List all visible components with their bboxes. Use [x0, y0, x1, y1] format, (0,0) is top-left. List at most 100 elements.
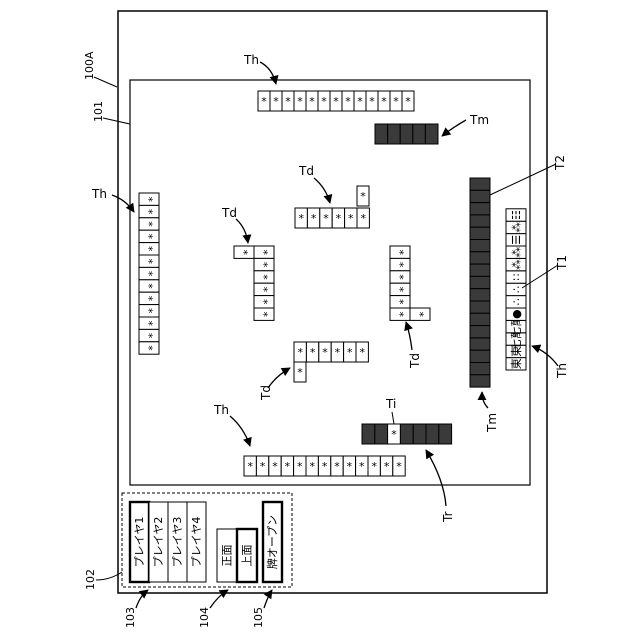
river-tile: [426, 424, 439, 444]
svg-text:●: ●: [510, 309, 523, 319]
svg-text:*: *: [142, 246, 155, 252]
leader-device: [94, 77, 117, 87]
mount-tile: [470, 276, 490, 288]
svg-text:*: *: [273, 95, 279, 108]
river-bottom: *: [362, 424, 452, 444]
mount-tile: [470, 289, 490, 301]
svg-text:*: *: [309, 460, 315, 473]
discard-tile: *: [254, 271, 274, 283]
label-t1: T1: [555, 255, 569, 271]
label-discard-right: Td: [408, 353, 422, 369]
discard-tile: *: [332, 208, 344, 228]
svg-text:*: *: [142, 283, 155, 289]
mount-tile: [470, 252, 490, 264]
discard-left: *******: [234, 246, 274, 320]
svg-text:*: *: [336, 212, 342, 225]
svg-text:*: *: [347, 460, 353, 473]
mount-tile: [470, 326, 490, 338]
river-tile: [439, 424, 452, 444]
svg-text:*: *: [309, 95, 315, 108]
discard-tile: *: [319, 342, 331, 362]
svg-text:*: *: [405, 95, 411, 108]
svg-text:⁂: ⁂: [510, 247, 523, 258]
view-top-button[interactable]: 上面: [237, 529, 257, 582]
hand-tile: *: [139, 205, 159, 217]
hand-tile: *: [139, 305, 159, 317]
leader-ti: [392, 412, 394, 424]
player-buttons: プレイヤ1プレイヤ2プレイヤ3プレイヤ4: [130, 502, 206, 582]
svg-text:*: *: [142, 234, 155, 240]
svg-text:*: *: [359, 460, 365, 473]
open-button-group: 牌オープン: [263, 502, 282, 582]
svg-text:*: *: [359, 346, 365, 359]
hand-tile: *: [256, 456, 268, 476]
svg-text:*: *: [142, 209, 155, 215]
player-2-button[interactable]: プレイヤ2: [149, 502, 168, 582]
view-front-button[interactable]: 正面: [217, 529, 237, 582]
discard-tile: *: [254, 246, 274, 258]
player-1-button[interactable]: プレイヤ1: [130, 502, 149, 582]
player-4-button[interactable]: プレイヤ4: [187, 502, 206, 582]
hand-tile: *: [139, 342, 159, 354]
svg-text:*: *: [322, 460, 328, 473]
mount-tile: [470, 375, 490, 387]
mount-tile: [400, 124, 413, 144]
tile-open-button[interactable]: 牌オープン: [263, 502, 282, 582]
hand-tile: *: [354, 91, 366, 111]
mount-tile: [388, 124, 401, 144]
discard-tile: *: [390, 271, 410, 283]
svg-text:∴: ∴: [510, 286, 523, 293]
svg-text:*: *: [393, 95, 399, 108]
player-3-button[interactable]: プレイヤ3: [168, 502, 187, 582]
player-4-button-label: プレイヤ4: [190, 517, 203, 568]
mount-tile: [470, 313, 490, 325]
river-tile: [362, 424, 375, 444]
hand-tile: *: [380, 456, 392, 476]
hand-tile: *: [318, 456, 330, 476]
discard-tile: *: [295, 208, 307, 228]
svg-text:*: *: [413, 311, 426, 317]
svg-text:*: *: [348, 212, 354, 225]
hand-tile: *: [356, 456, 368, 476]
svg-text:*: *: [297, 460, 303, 473]
open-hand-tile: ∴: [506, 283, 526, 295]
hand-tile: *: [258, 91, 270, 111]
mount-tile: [470, 190, 490, 202]
hand-tile: *: [282, 91, 294, 111]
svg-text:*: *: [142, 345, 155, 351]
hand-tile: *: [366, 91, 378, 111]
label-ti: Ti: [385, 397, 396, 411]
mount-tile: [375, 124, 388, 144]
open-hand-tile: ∴: [506, 296, 526, 308]
discard-tile: *: [254, 296, 274, 308]
svg-text:*: *: [142, 271, 155, 277]
label-tr: Tr: [441, 511, 455, 523]
hand-tile: *: [393, 456, 405, 476]
svg-text:*: *: [237, 249, 250, 255]
mount-right: [470, 178, 490, 387]
arrow-mount-right: [482, 392, 488, 408]
hand-tile: *: [343, 456, 355, 476]
svg-text:⁂: ⁂: [510, 259, 523, 270]
svg-text:*: *: [396, 460, 402, 473]
label-mount-top: Tm: [469, 113, 489, 127]
label-mount-right: Tm: [485, 413, 499, 433]
svg-text:*: *: [321, 95, 327, 108]
svg-text:*: *: [298, 212, 304, 225]
hand-tile: *: [139, 317, 159, 329]
player-2-button-label: プレイヤ2: [152, 517, 165, 568]
discard-tile: *: [254, 308, 274, 320]
discard-tile: *: [390, 258, 410, 270]
arrow-hand-top: [260, 62, 276, 84]
svg-text:東: 東: [510, 358, 523, 369]
hand-tile: *: [368, 456, 380, 476]
svg-text:*: *: [142, 320, 155, 326]
svg-text:*: *: [393, 274, 406, 280]
svg-text:*: *: [285, 460, 291, 473]
svg-text:*: *: [257, 274, 270, 280]
hand-tile: *: [306, 91, 318, 111]
svg-text:∴: ∴: [510, 298, 523, 305]
discard-tile: *: [410, 308, 430, 320]
svg-text:*: *: [310, 346, 316, 359]
hand-tile: *: [330, 91, 342, 111]
